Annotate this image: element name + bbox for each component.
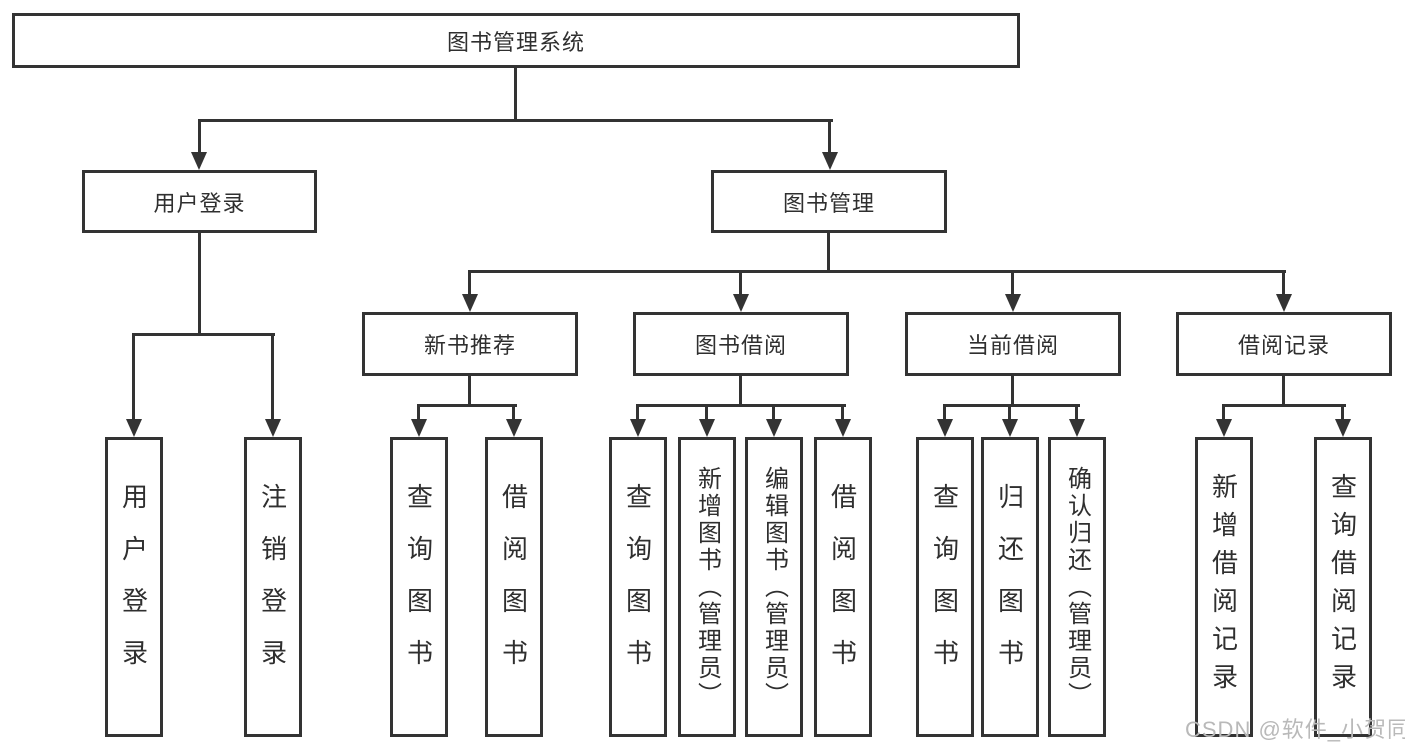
connector-drop-leaf [512,404,515,421]
node-book-borrowing-label: 图书借阅 [694,333,787,358]
connector-user-login-branch [132,333,275,336]
connector-drop-leaf [417,404,420,421]
node-current-borrowing-label: 当前借阅 [966,333,1059,358]
leaf-user-login-label: 用户登录 [118,483,149,691]
connector-drop-leaf [1341,404,1344,421]
leaf-borrow-books: 借阅图书 [814,437,872,737]
arrow-down-icon [822,152,838,170]
node-user-login-branch: 用户登录 [82,170,317,233]
leaf-newbook-query-books-label: 查询图书 [403,483,434,691]
connector-drop-logout [271,333,274,421]
arrow-down-icon [630,419,646,437]
connector-drop-leaf [772,404,775,421]
connector-drop-leaf [636,404,639,421]
leaf-borrow-books-label: 借阅图书 [827,483,858,691]
leaf-edit-books-admin-label: 编辑图书（管理员） [760,465,788,709]
node-user-login-label: 用户登录 [153,190,246,216]
connector-drop-leaf [841,404,844,421]
node-book-management-label: 图书管理 [782,190,875,216]
connector-user-login-stem [198,233,201,336]
connector-drop-leaf [1008,404,1011,421]
leaf-query-borrow-record: 查询借阅记录 [1314,437,1372,737]
leaf-newbook-borrow-books-label: 借阅图书 [498,483,529,691]
connector-drop-new-books [468,270,471,296]
connector-root-stem [514,68,517,121]
arrow-down-icon [835,419,851,437]
leaf-return-books-label: 归还图书 [994,483,1025,691]
connector-borrowing-children [636,404,846,407]
leaf-add-books-admin: 新增图书（管理员） [678,437,736,737]
leaf-edit-books-admin: 编辑图书（管理员） [745,437,803,737]
leaf-logout-label: 注销登录 [257,483,288,691]
leaf-add-borrow-record: 新增借阅记录 [1195,437,1253,737]
arrow-down-icon [1069,419,1085,437]
connector-new-book-children [417,404,517,407]
arrow-down-icon [733,294,749,312]
connector-drop-book-mgmt [828,119,831,154]
node-current-borrowing: 当前借阅 [905,312,1121,376]
leaf-borrowing-query-books: 查询图书 [609,437,667,737]
arrow-down-icon [1335,419,1351,437]
connector-drop-login [132,333,135,421]
connector-current-stem [1011,376,1014,406]
node-root-library-system: 图书管理系统 [12,13,1020,68]
arrow-down-icon [937,419,953,437]
leaf-confirm-return-admin: 确认归还（管理员） [1048,437,1106,737]
leaf-query-borrow-record-label: 查询借阅记录 [1327,473,1358,701]
leaf-borrowing-query-books-label: 查询图书 [622,483,653,691]
node-new-book-recommend-label: 新书推荐 [423,333,516,358]
leaf-confirm-return-admin-label: 确认归还（管理员） [1063,465,1091,709]
leaf-logout: 注销登录 [244,437,302,737]
connector-drop-borrowing [739,270,742,296]
connector-borrowing-stem [739,376,742,406]
connector-book-mgmt-stem [827,233,830,273]
connector-new-book-stem [468,376,471,406]
node-root-label: 图书管理系统 [446,29,585,55]
node-book-management-branch: 图书管理 [711,170,947,233]
arrow-down-icon [506,419,522,437]
connector-records-stem [1282,376,1285,406]
leaf-return-books: 归还图书 [981,437,1039,737]
leaf-newbook-borrow-books: 借阅图书 [485,437,543,737]
connector-drop-leaf [1222,404,1225,421]
connector-records-children [1222,404,1346,407]
csdn-watermark: CSDN @软件_小贺同学 [1185,717,1405,742]
connector-level1-branch [198,119,833,122]
arrow-down-icon [462,294,478,312]
leaf-add-borrow-record-label: 新增借阅记录 [1208,473,1239,701]
arrow-down-icon [1276,294,1292,312]
connector-drop-current [1011,270,1014,296]
arrow-down-icon [265,419,281,437]
arrow-down-icon [766,419,782,437]
arrow-down-icon [126,419,142,437]
node-new-book-recommend: 新书推荐 [362,312,578,376]
arrow-down-icon [699,419,715,437]
connector-drop-leaf [943,404,946,421]
arrow-down-icon [1216,419,1232,437]
leaf-add-books-admin-label: 新增图书（管理员） [693,465,721,709]
leaf-current-query-books-label: 查询图书 [929,483,960,691]
arrow-down-icon [1002,419,1018,437]
node-book-borrowing: 图书借阅 [633,312,849,376]
connector-current-children [943,404,1080,407]
connector-drop-leaf [1075,404,1078,421]
connector-drop-user-login [198,119,201,154]
leaf-user-login: 用户登录 [105,437,163,737]
arrow-down-icon [191,152,207,170]
arrow-down-icon [411,419,427,437]
node-borrowing-records: 借阅记录 [1176,312,1392,376]
leaf-newbook-query-books: 查询图书 [390,437,448,737]
node-borrowing-records-label: 借阅记录 [1237,333,1330,358]
connector-drop-leaf [705,404,708,421]
connector-drop-records [1282,270,1285,296]
arrow-down-icon [1005,294,1021,312]
leaf-current-query-books: 查询图书 [916,437,974,737]
connector-book-mgmt-branch [468,270,1286,273]
